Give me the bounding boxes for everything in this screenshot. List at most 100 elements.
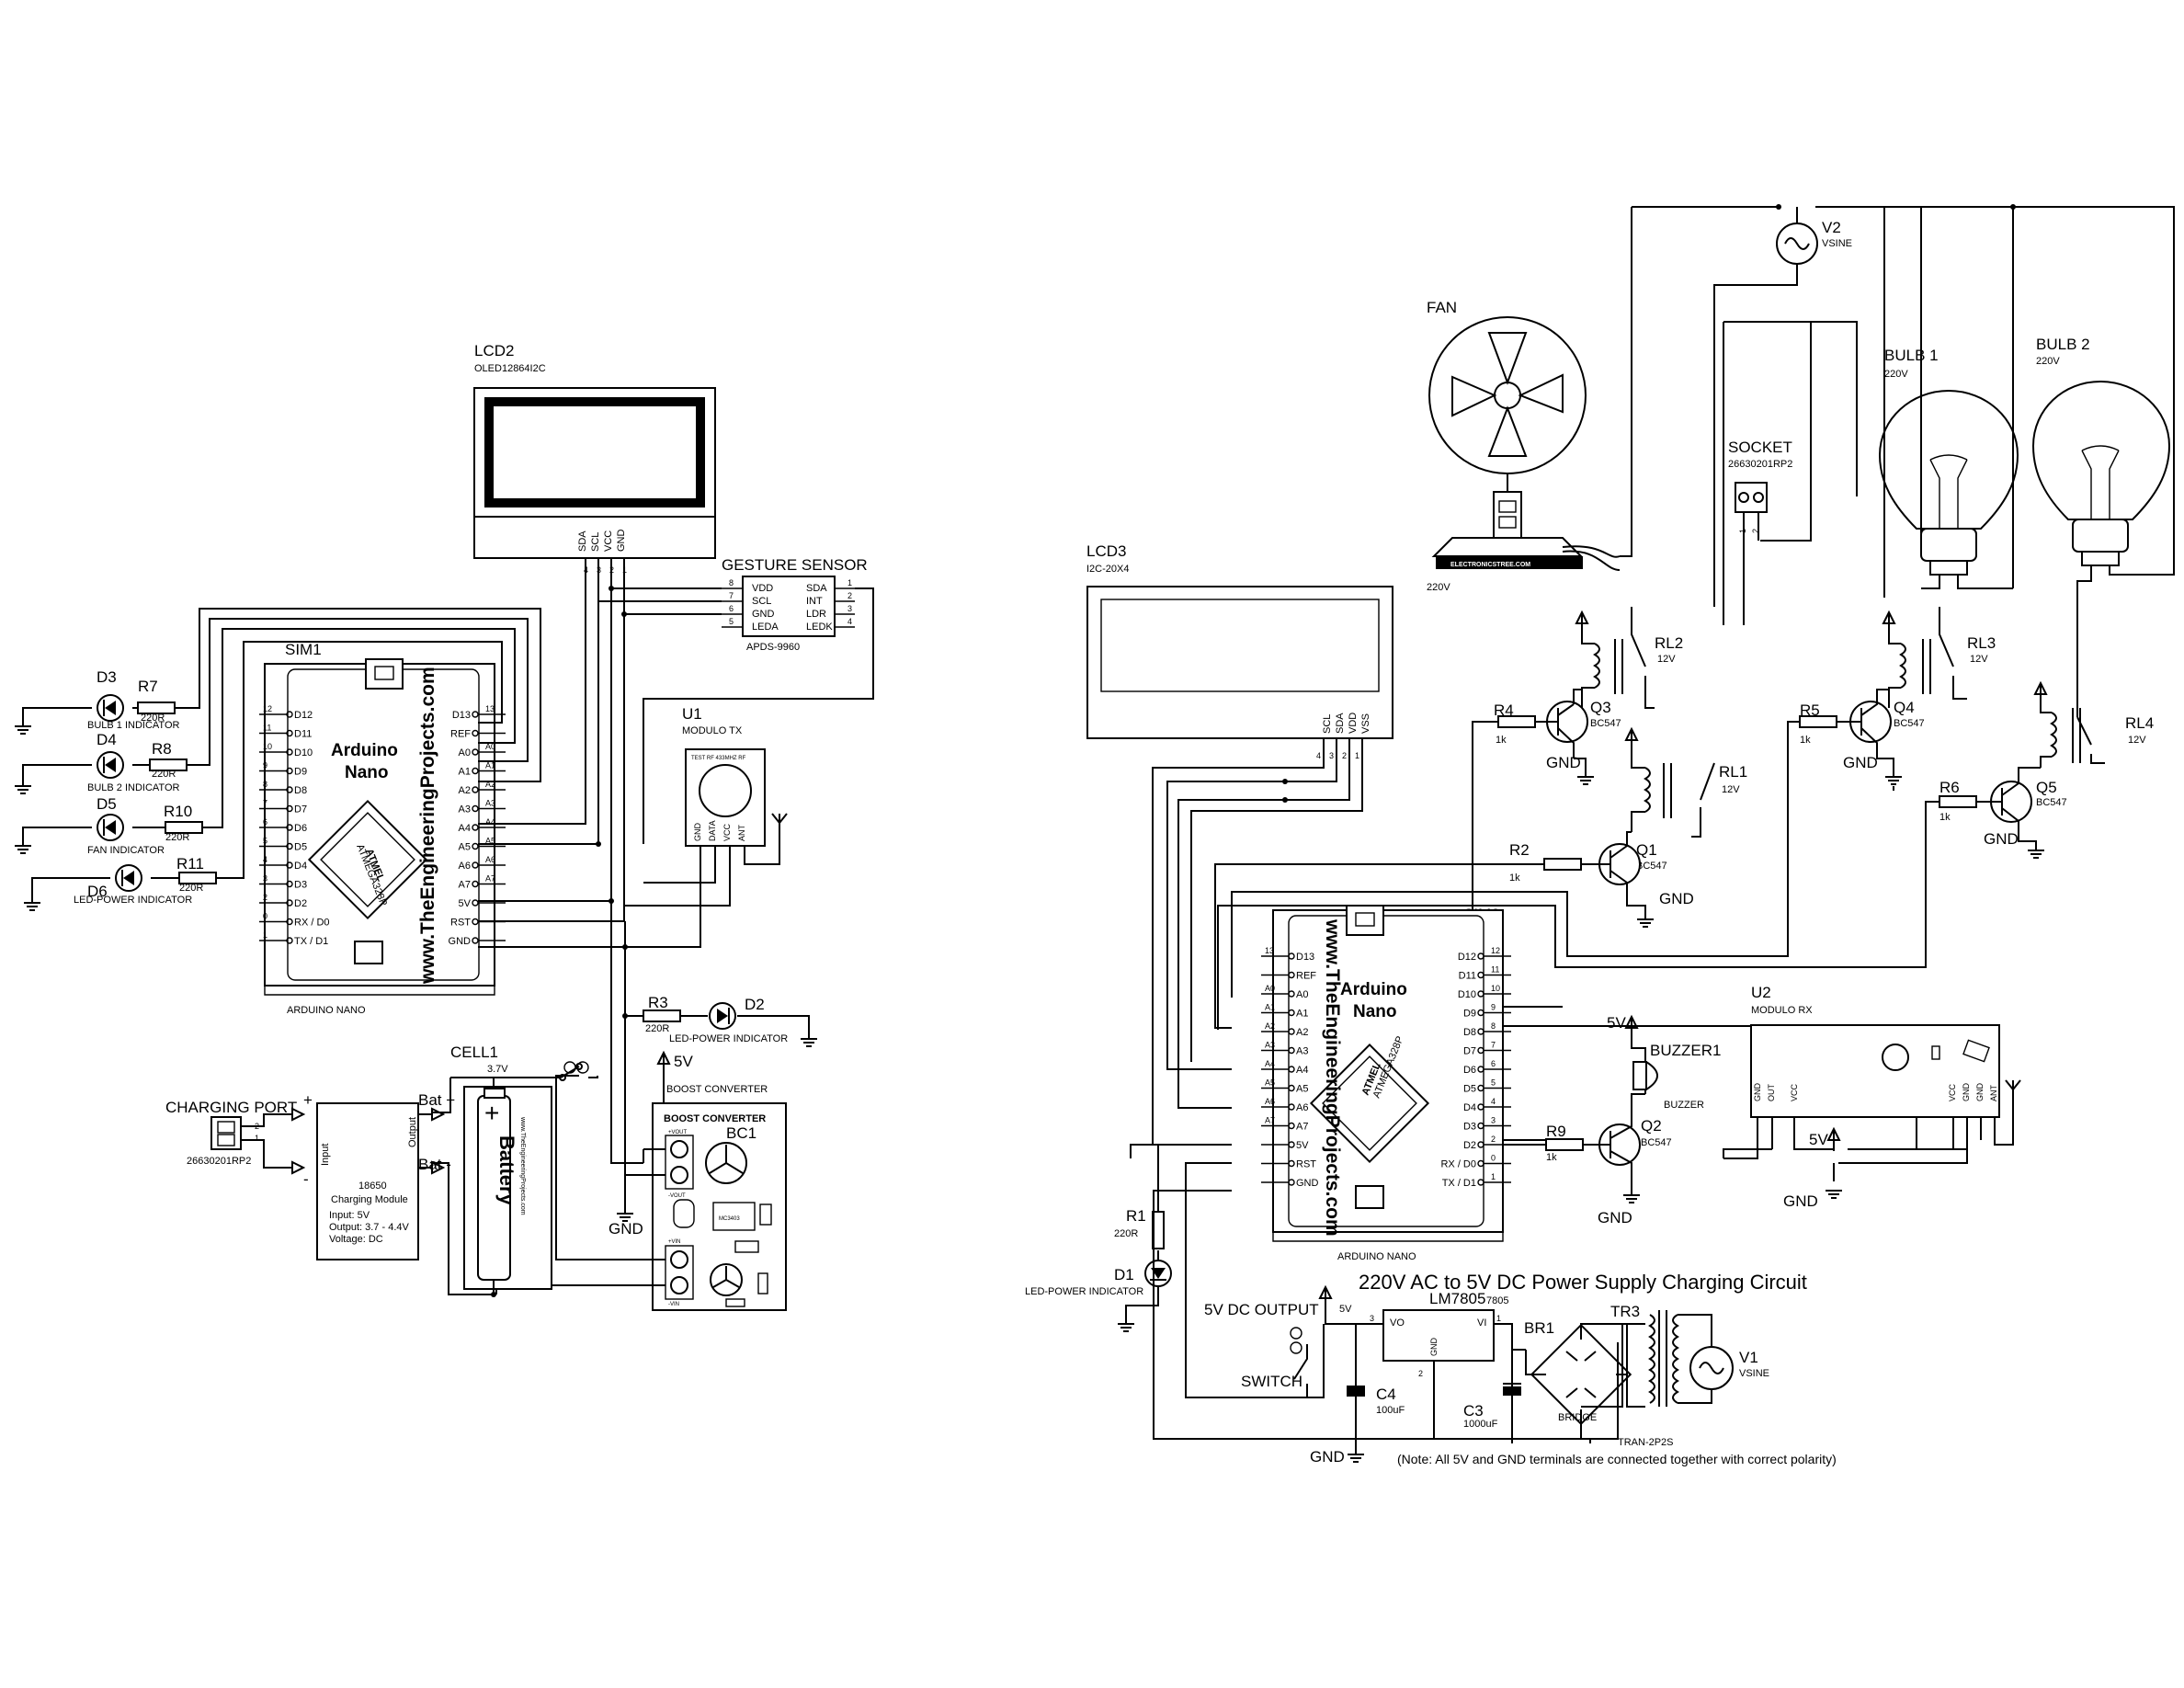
svg-text:TRAN-2P2S: TRAN-2P2S	[1618, 1437, 1674, 1448]
pin-label: 5V	[459, 898, 472, 909]
svg-text:MODULO TX: MODULO TX	[682, 725, 743, 736]
pin-label: A3	[459, 804, 471, 815]
svg-text:1k: 1k	[1939, 812, 1951, 823]
svg-text:VCC: VCC	[1790, 1083, 1799, 1101]
pin-number: 12	[263, 704, 272, 713]
svg-text:220R: 220R	[165, 832, 189, 843]
pin-label: A7	[1296, 1122, 1308, 1133]
lcd3-20x4: LCD3 I2C-20X4 SCL SDA VDD VSS 4 3 2 1	[1086, 542, 1393, 1158]
svg-text:5V: 5V	[1339, 1304, 1352, 1315]
pin-label: D8	[1463, 1027, 1476, 1038]
led-power-d2: R3 220R D2 LED-POWER INDICATOR	[622, 994, 818, 1047]
svg-text:2: 2	[847, 591, 852, 600]
pin-number: A7	[1265, 1116, 1275, 1125]
pin-number: 3	[1491, 1116, 1496, 1125]
pin-label: D3	[1463, 1122, 1476, 1133]
svg-text:VO: VO	[1390, 1317, 1405, 1329]
svg-text:12V: 12V	[2128, 735, 2146, 746]
svg-text:1k: 1k	[1509, 873, 1520, 884]
svg-text:R3: R3	[648, 994, 668, 1011]
svg-text:MODULO RX: MODULO RX	[1751, 1005, 1813, 1016]
svg-text:SDA: SDA	[1335, 713, 1346, 734]
svg-text:RL2: RL2	[1655, 634, 1683, 652]
svg-text:GND: GND	[693, 823, 702, 842]
pin-number: A1	[1265, 1003, 1275, 1012]
svg-text:R5: R5	[1800, 701, 1820, 719]
pin-label: D6	[294, 823, 307, 834]
svg-text:VCC: VCC	[722, 823, 732, 841]
lcd2-pin-vcc: VCC	[603, 530, 614, 552]
svg-text:R10: R10	[164, 803, 192, 820]
svg-text:GND: GND	[1843, 754, 1878, 771]
pin-number: 7	[1491, 1041, 1496, 1050]
sim2-left-pins: D1313REFA0A0A1A1A2A2A3A3A4A4A5A5A6A6A7A7…	[1261, 946, 1319, 1189]
boost-converter-bc1: BOOST CONVERTER BOOST CONVERTER BC1 +VOU…	[495, 1075, 787, 1311]
svg-text:GND: GND	[1975, 1083, 1985, 1102]
battery-name: Battery	[495, 1135, 518, 1206]
svg-text:-VOUT: -VOUT	[668, 1193, 686, 1199]
pin-label: A7	[459, 880, 471, 891]
svg-text:BUZZER: BUZZER	[1664, 1100, 1704, 1111]
pin-label: D7	[1463, 1046, 1476, 1057]
pin-label: D2	[294, 898, 307, 909]
sim2-right-pins: D1212D1111D1010D99D88D77D66D55D44D33D22R…	[1440, 946, 1511, 1189]
svg-text:R2: R2	[1509, 841, 1530, 859]
pin-label: D10	[1458, 989, 1476, 1000]
svg-text:18650: 18650	[358, 1180, 387, 1192]
svg-text:LDR: LDR	[806, 609, 826, 620]
pin-number: 12	[1491, 946, 1500, 955]
pin-number: 7	[263, 799, 267, 808]
pin-number: A2	[1265, 1021, 1275, 1031]
svg-text:BOOST CONVERTER: BOOST CONVERTER	[664, 1113, 766, 1124]
svg-text:2: 2	[1418, 1369, 1423, 1378]
sim1-name2: Nano	[345, 763, 389, 782]
lcd2-pin-gnd: GND	[616, 530, 627, 553]
pin-number: 4	[1491, 1097, 1496, 1106]
svg-text:220R: 220R	[1114, 1228, 1138, 1239]
svg-text:3.7V: 3.7V	[487, 1064, 508, 1075]
svg-text:5V: 5V	[1809, 1131, 1828, 1148]
svg-text:OUT: OUT	[1767, 1084, 1776, 1102]
pin-number: 0	[1491, 1154, 1496, 1163]
svg-text:BC547: BC547	[1590, 718, 1621, 729]
arduino-nano-sim2: SIM2 Arduino Nano ATMEL ATMEGA328P www.T…	[1261, 905, 1511, 1262]
svg-text:-VIN: -VIN	[668, 1302, 679, 1307]
pin-label: D5	[294, 842, 307, 853]
left-power-rails: 5V GND	[478, 898, 693, 1237]
svg-text:V1: V1	[1739, 1349, 1758, 1366]
svg-text:GND: GND	[1546, 754, 1581, 771]
svg-text:1: 1	[1496, 1314, 1501, 1323]
bulb1-indicator-label: BULB 1 INDICATOR	[87, 720, 180, 731]
svg-text:GND: GND	[609, 1220, 643, 1237]
svg-text:LCD3: LCD3	[1086, 542, 1126, 560]
pin-label: A4	[1296, 1065, 1308, 1076]
pin-number: A0	[485, 742, 495, 751]
gesture-title: GESTURE SENSOR	[722, 556, 868, 574]
pin-label: D6	[1463, 1065, 1476, 1076]
svg-text:C3: C3	[1463, 1402, 1484, 1420]
sim1-footer: ARDUINO NANO	[287, 1005, 366, 1016]
svg-text:BC547: BC547	[1894, 718, 1925, 729]
rf-transmitter-u1: U1 MODULO TX TEST RF 433MHZ RF GND DATA …	[478, 705, 788, 948]
svg-text:R6: R6	[1939, 779, 1960, 796]
svg-text:FAN: FAN	[1427, 299, 1457, 316]
battery-cell1: CELL1 3.7V + Battery www.TheEngineeringP…	[432, 1044, 598, 1297]
pin-label: REF	[1296, 971, 1316, 982]
svg-text:VDD: VDD	[1348, 713, 1359, 734]
left-bus-wires	[478, 558, 874, 922]
svg-text:Output: 3.7 - 4.4V: Output: 3.7 - 4.4V	[329, 1222, 409, 1233]
pin-number: 10	[263, 742, 272, 751]
pin-label: A6	[1296, 1102, 1308, 1113]
svg-text:220R: 220R	[645, 1023, 669, 1034]
svg-text:VI: VI	[1477, 1317, 1486, 1329]
circuit-title: 220V AC to 5V DC Power Supply Charging C…	[1359, 1271, 1807, 1294]
svg-text:220R: 220R	[152, 769, 176, 780]
svg-text:BC547: BC547	[1641, 1137, 1672, 1148]
svg-text:1k: 1k	[1800, 735, 1811, 746]
svg-text:5V DC OUTPUT: 5V DC OUTPUT	[1204, 1301, 1319, 1318]
svg-text:1k: 1k	[1496, 735, 1507, 746]
svg-text:U2: U2	[1751, 984, 1771, 1001]
svg-text:Voltage: DC: Voltage: DC	[329, 1234, 383, 1245]
svg-text:BC1: BC1	[726, 1124, 756, 1142]
svg-text:LED-POWER INDICATOR: LED-POWER INDICATOR	[1025, 1286, 1143, 1297]
